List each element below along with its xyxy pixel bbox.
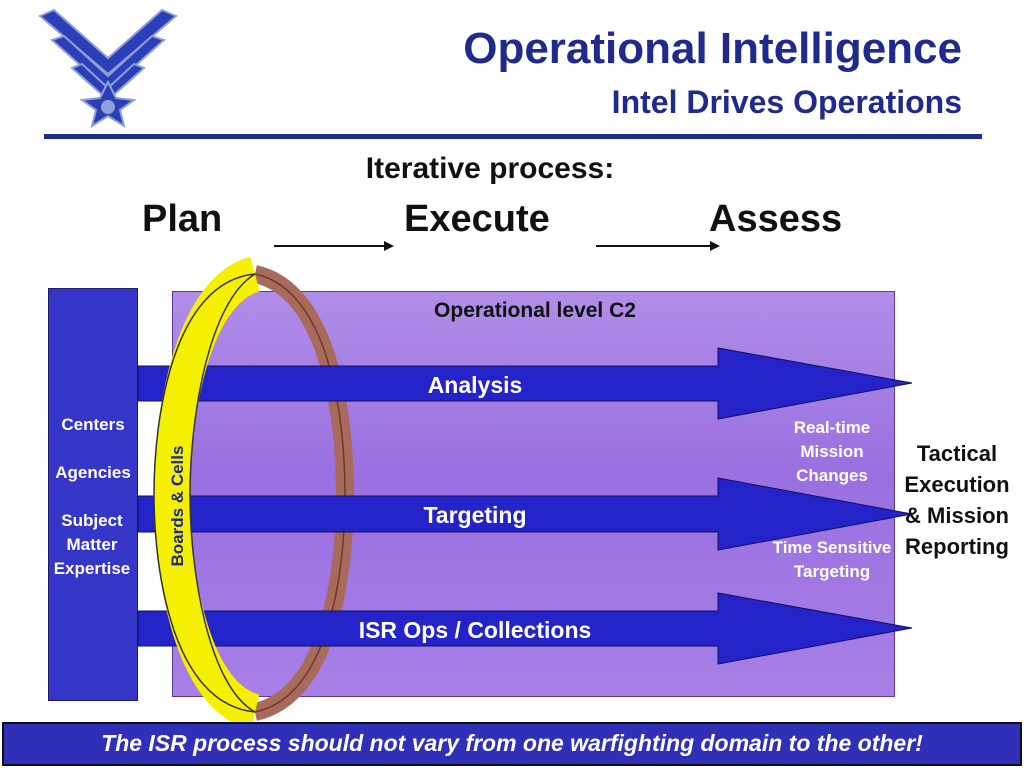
step-assess: Assess [709, 198, 843, 240]
left-source-bar [48, 288, 138, 701]
analysis-arrow [137, 347, 913, 420]
isr-arrow [137, 592, 913, 665]
execute-to-assess-arrow [596, 241, 720, 251]
page-subtitle: Intel Drives Operations [611, 84, 962, 120]
flow-label-analysis: Analysis [427, 372, 523, 398]
operational-c2-label: Operational level C2 [434, 299, 636, 322]
real-time-changes-label: Real-time Mission Changes [793, 418, 871, 485]
left-label-agencies: Agencies [55, 463, 131, 482]
left-label-centers: Centers [61, 415, 125, 434]
targeting-arrow [137, 477, 913, 551]
page-title: Operational Intelligence [463, 24, 962, 73]
flow-label-targeting: Targeting [423, 502, 527, 528]
flow-label-isr: ISR Ops / Collections [358, 617, 592, 643]
step-plan: Plan [142, 198, 223, 240]
process-label: Iterative process: [365, 152, 615, 185]
bottom-banner [2, 722, 1022, 766]
left-label-expertise: Subject Matter Expertise [53, 511, 131, 578]
step-execute: Execute [404, 198, 550, 240]
bottom-banner-text: The ISR process should not vary from one… [101, 730, 923, 756]
header-divider [44, 134, 982, 139]
time-sensitive-label: Time Sensitive Targeting [772, 538, 892, 581]
plan-to-execute-arrow [274, 241, 394, 251]
ellipse-front-icon [153, 256, 262, 730]
tactical-output-label: Tactical Execution & Mission Reporting [904, 441, 1010, 559]
boards-cells-label: Boards & Cells [168, 445, 187, 567]
air-force-logo-icon [38, 8, 178, 129]
